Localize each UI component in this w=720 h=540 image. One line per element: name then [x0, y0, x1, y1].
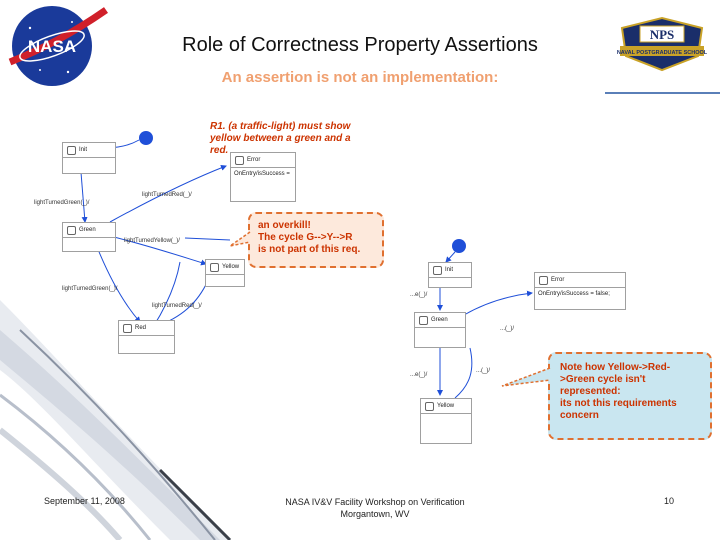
transition-label: ...(_)/: [500, 326, 515, 332]
svg-text:NAVAL POSTGRADUATE SCHOOL: NAVAL POSTGRADUATE SCHOOL: [617, 50, 708, 56]
footer-venue-line: NASA IV&V Facility Workshop on Verificat…: [285, 497, 465, 507]
state-label: Green: [431, 317, 448, 323]
transition-label: ...(_)/: [476, 368, 491, 374]
footer-venue: NASA IV&V Facility Workshop on Verificat…: [250, 496, 500, 520]
callout-line: its not this requirements: [560, 398, 677, 409]
callout-line: The cycle G-->Y-->R: [258, 232, 353, 243]
callout-line: Note how Yellow->Red-: [560, 362, 671, 373]
state-entry-action: OnEntry/isSuccess =: [234, 171, 290, 177]
left-state-green: Green: [62, 222, 116, 252]
state-icon: [419, 316, 428, 325]
footer-venue-line: Morgantown, WV: [340, 509, 410, 519]
right-state-green: Green: [414, 312, 466, 348]
svg-text:NPS: NPS: [650, 27, 675, 42]
transition-label: ...e(_)/: [410, 292, 428, 298]
callout-line: represented:: [560, 386, 621, 397]
state-icon: [67, 226, 76, 235]
right-state-yellow: Yellow: [420, 398, 472, 444]
callout-line: >Green cycle isn't: [560, 374, 646, 385]
left-state-red: Red: [118, 320, 175, 354]
state-label: Init: [445, 267, 454, 273]
state-icon: [433, 266, 442, 275]
transition-label: lightTurnedYellow(_)/: [124, 238, 180, 244]
state-icon: [235, 156, 244, 165]
state-icon: [123, 324, 132, 333]
left-state-init: Init: [62, 142, 116, 174]
state-entry-action: OnEntry/isSuccess = false;: [538, 291, 610, 297]
left-initial-node: [139, 131, 153, 145]
state-label: Error: [247, 157, 261, 163]
state-icon: [210, 263, 219, 272]
state-icon: [539, 276, 548, 285]
transition-label: lightTurnedGreen(_)/: [62, 286, 118, 292]
page-number: 10: [664, 496, 675, 506]
callout-line: concern: [560, 410, 599, 421]
callout-line: is not part of this req.: [258, 244, 361, 255]
right-initial-node: [452, 239, 466, 253]
state-icon: [67, 146, 76, 155]
nasa-logo: NASA: [0, 0, 112, 95]
state-label: Yellow: [437, 403, 455, 409]
callout-pointer: [501, 367, 551, 387]
right-state-init: Init: [428, 262, 472, 288]
left-state-error: Error OnEntry/isSuccess =: [230, 152, 296, 202]
state-label: Red: [135, 325, 147, 331]
callout-overkill: an overkill! The cycle G-->Y-->R is not …: [248, 212, 384, 268]
svg-text:NASA: NASA: [28, 37, 76, 56]
nps-logo: NPS NAVAL POSTGRADUATE SCHOOL: [617, 16, 708, 72]
transition-label: ...e(_)/: [410, 372, 428, 378]
callout-note: Note how Yellow->Red- >Green cycle isn't…: [548, 352, 712, 440]
state-label: Yellow: [222, 264, 240, 270]
state-label: Init: [79, 147, 88, 153]
footer-date: September 11, 2008: [44, 496, 125, 506]
slide-title: Role of Correctness Property Assertions: [182, 34, 538, 56]
left-state-yellow: Yellow: [205, 259, 245, 287]
state-label: Green: [79, 227, 96, 233]
state-label: Error: [551, 277, 565, 283]
callout-line: an overkill!: [258, 220, 311, 231]
requirement-text: R1. (a traffic-light) must show yellow b…: [210, 121, 351, 156]
transition-label: lightTurnedRed(_)/: [142, 192, 192, 198]
callout-pointer: [229, 231, 251, 247]
state-icon: [425, 402, 434, 411]
header-rule: [605, 92, 720, 94]
transition-label: lightTurnedGreen(_)/: [34, 200, 90, 206]
transition-label: lightTurnedRed(_)/: [152, 303, 202, 309]
right-state-error: Error OnEntry/isSuccess = false;: [534, 272, 626, 310]
slide-subtitle: An assertion is not an implementation:: [221, 69, 499, 86]
